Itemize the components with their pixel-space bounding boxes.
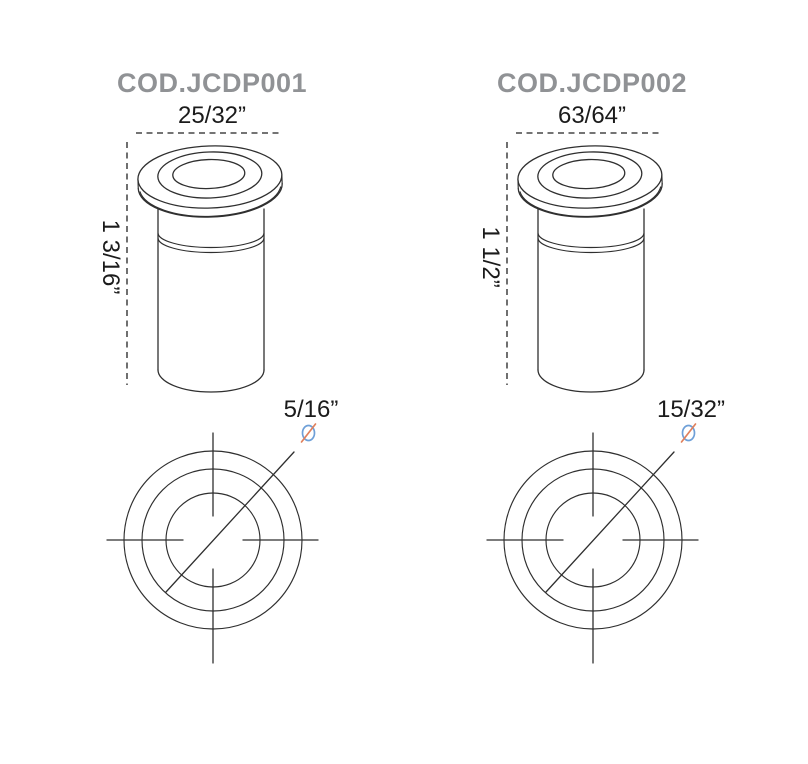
bottom-view-drawing <box>486 432 699 664</box>
cap-middle-ring <box>537 151 643 199</box>
width-dimension-label: 63/64” <box>557 102 627 129</box>
height-dimension-label: 1 3/16” <box>97 219 124 295</box>
cap-rim-sides <box>517 174 663 189</box>
cylinder-seam-upper <box>537 232 645 249</box>
cylinder-seam-lower <box>157 237 265 254</box>
cap-rim-sides <box>137 174 283 189</box>
diameter-leader-line <box>165 451 295 593</box>
cylinder-seam-lower <box>537 237 645 254</box>
height-dimension-label: 1 1/2” <box>477 226 504 288</box>
bottom-view-drawing <box>106 432 319 664</box>
cylinder-bottom <box>537 369 645 393</box>
side-view-drawing <box>506 132 663 393</box>
cap-rim-bottom-edge <box>137 182 283 218</box>
cap-inner-circle <box>552 158 626 190</box>
diameter-leader-line <box>545 451 675 593</box>
width-dimension-label: 25/32” <box>177 102 247 129</box>
product-panel-jcdp001: COD.JCDP001 25/32” 1 3/16” <box>97 68 339 664</box>
cap-rim-lower-edge <box>519 186 662 217</box>
cylinder-sides <box>157 208 265 371</box>
flange-cap <box>137 145 283 218</box>
product-code-title: COD.JCDP001 <box>116 68 308 99</box>
cylinder-seam-upper <box>157 232 265 249</box>
cap-rim-lower-edge <box>139 186 282 217</box>
diameter-dimension-label: 15/32” <box>656 396 726 423</box>
diameter-dimension-label: 5/16” <box>283 396 339 423</box>
diameter-symbol-glyph <box>300 423 317 443</box>
diameter-symbol-glyph <box>680 423 697 443</box>
cylinder-sides <box>537 208 645 371</box>
cylinder-bottom <box>157 369 265 393</box>
flange-cap <box>517 145 663 218</box>
diameter-symbol-icon: Ø <box>678 421 700 445</box>
cap-inner-circle <box>172 158 246 190</box>
side-view-drawing <box>126 132 283 393</box>
product-code-title: COD.JCDP002 <box>496 68 688 99</box>
diameter-symbol-icon: Ø <box>298 421 320 445</box>
cap-rim-bottom-edge <box>517 182 663 218</box>
cap-middle-ring <box>157 151 263 199</box>
product-panel-jcdp002: COD.JCDP002 63/64” 1 1/2” <box>380 0 808 764</box>
